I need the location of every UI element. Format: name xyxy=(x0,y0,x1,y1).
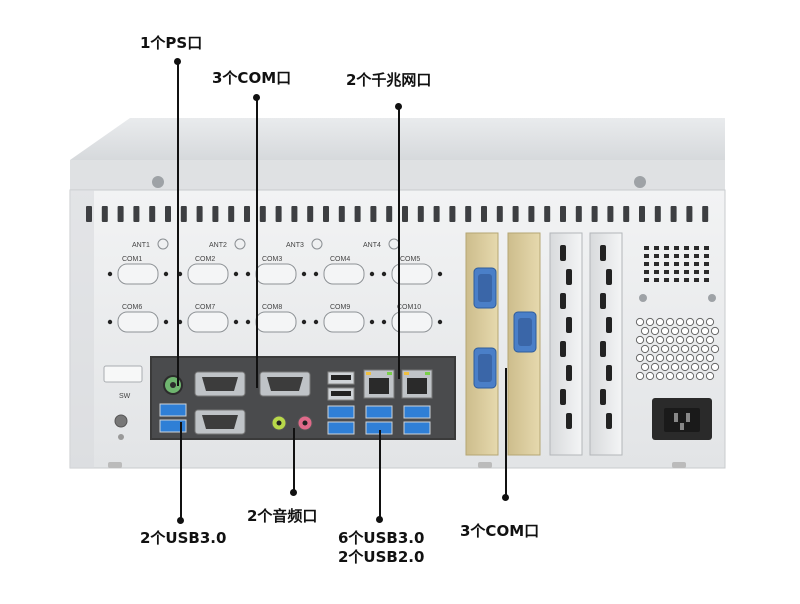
com-label: COM3 xyxy=(262,256,282,263)
com-label: COM6 xyxy=(122,304,142,311)
callout-line-audio xyxy=(293,428,295,493)
com-label: COM1 xyxy=(122,256,142,263)
antenna-holes xyxy=(157,238,400,250)
db9-port xyxy=(194,371,246,397)
callout-line-lan xyxy=(398,107,400,379)
callout-com-right: 3个COM口 xyxy=(460,522,540,540)
ant-label: ANT2 xyxy=(209,242,227,249)
ground-screw xyxy=(118,434,124,440)
callout-dot xyxy=(502,494,509,501)
callout-audio: 2个音频口 xyxy=(247,507,318,525)
vent-slots xyxy=(86,206,709,222)
usb3-stack-left xyxy=(159,403,187,433)
usb2-stack xyxy=(327,371,355,401)
screw xyxy=(152,176,164,188)
callout-line-com-top xyxy=(256,98,258,388)
com-knockouts-row1 xyxy=(107,263,443,285)
callout-com-top: 3个COM口 xyxy=(212,69,292,87)
slot-vents xyxy=(560,245,612,429)
power-switch xyxy=(103,365,143,383)
ant-label: ANT1 xyxy=(132,242,150,249)
rj45-port xyxy=(401,369,433,399)
sw-label: SW xyxy=(119,393,131,400)
callout-line-usb-mid xyxy=(379,430,381,520)
callout-ps: 1个PS口 xyxy=(140,34,203,52)
db9-port xyxy=(194,409,246,435)
callout-line-usb-left xyxy=(180,422,182,520)
screw xyxy=(634,176,646,188)
callout-usb-left: 2个USB3.0 xyxy=(140,529,227,547)
com-label: COM7 xyxy=(195,304,215,311)
callout-dot xyxy=(376,516,383,523)
db9-port xyxy=(259,371,311,397)
com-label: COM2 xyxy=(195,256,215,263)
com-label: COM5 xyxy=(400,256,420,263)
callout-usb-mid-2: 2个USB2.0 xyxy=(338,548,425,566)
com-knockouts-row2 xyxy=(107,311,443,333)
psu-fan-grill xyxy=(635,317,720,381)
ground-screw xyxy=(114,414,128,428)
ant-label: ANT4 xyxy=(363,242,381,249)
com-label: COM9 xyxy=(330,304,350,311)
callout-dot xyxy=(395,103,402,110)
callout-dot xyxy=(174,58,181,65)
rj45-port xyxy=(363,369,395,399)
callout-dot xyxy=(290,489,297,496)
usb3-stack-middle xyxy=(327,405,431,435)
callout-usb-mid-1: 6个USB3.0 xyxy=(338,529,425,547)
callout-line-ps xyxy=(177,62,179,386)
callout-dot xyxy=(253,94,260,101)
com-label: COM8 xyxy=(262,304,282,311)
ant-label: ANT3 xyxy=(286,242,304,249)
callout-lan: 2个千兆网口 xyxy=(346,71,432,89)
callout-dot xyxy=(177,517,184,524)
com-label: COM4 xyxy=(330,256,350,263)
chassis-top-lid xyxy=(70,118,725,165)
psu-vent-grid xyxy=(644,246,709,282)
com-label: COM10 xyxy=(397,304,421,311)
callout-line-com-right xyxy=(505,368,507,498)
